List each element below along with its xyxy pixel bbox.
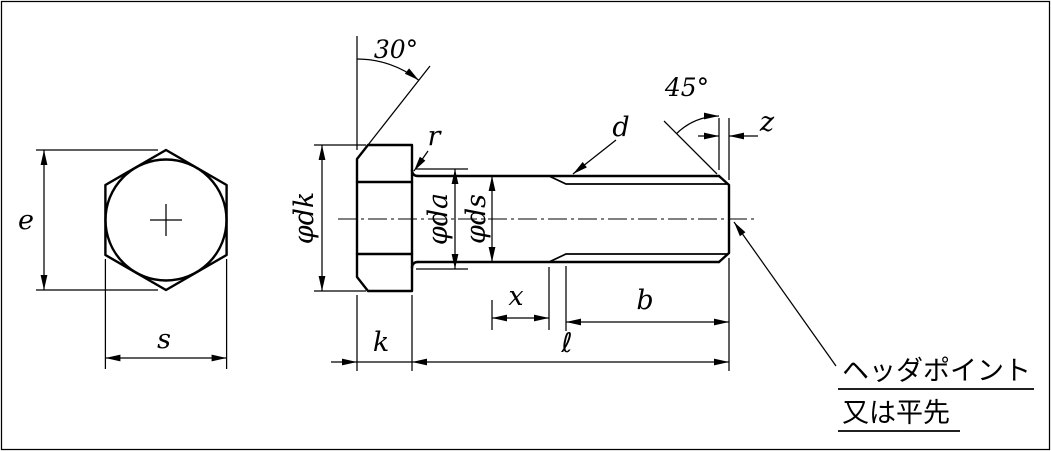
thread-root-lines [548,175,728,263]
tip-chamfer-angle-arc [676,112,720,135]
s-extension-lines [104,259,228,369]
front-view: e s [18,148,228,369]
head-chamfer-angle-reference-lines [356,36,431,150]
dim-label-dk: φdk [289,192,320,245]
hex-head-outline [104,148,228,292]
d-leader-line [572,139,617,175]
da-extension-lines [416,168,468,270]
dim-label-r: r [428,121,443,152]
center-mark [150,204,182,236]
z-extension-lines [718,118,730,180]
dim-label-x: x [508,281,523,312]
bolt-head-facet-lines [355,180,414,256]
e-extension-lines [36,149,158,291]
tip-chamfer-angle-label: 45° [664,73,709,102]
dim-label-e: e [18,205,34,236]
note-leader-line [733,221,837,367]
bolt-head-outline [355,143,414,293]
tip-chamfer-and-end-face [717,174,731,264]
dim-label-k: k [373,327,389,358]
dim-label-s: s [157,324,171,355]
dim-label-da: φda [423,193,454,245]
dim-label-b: b [636,285,653,316]
dim-label-d: d [612,112,629,143]
under-head-fillet [410,168,420,270]
head-chamfer-circle [104,158,228,282]
tip-chamfer-angle-reference-line [663,120,718,175]
note-text-line2: 又は平先 [842,398,950,429]
dim-label-ds: φds [461,194,492,244]
side-view: 30° φdk r φda φds d 45° z x b [289,35,775,371]
k-l-extension-lines [356,258,730,371]
r-leader-line [413,150,429,172]
dim-label-z: z [759,107,775,138]
head-chamfer-angle-arc [356,58,420,81]
shank-outline [416,174,721,264]
head-chamfer-angle-label: 30° [374,35,418,64]
note-text-line1: ヘッダポイント [842,356,1031,387]
dim-label-length: ℓ [560,328,572,359]
note-callout: ヘッダポイント 又は平先 [733,221,1034,432]
